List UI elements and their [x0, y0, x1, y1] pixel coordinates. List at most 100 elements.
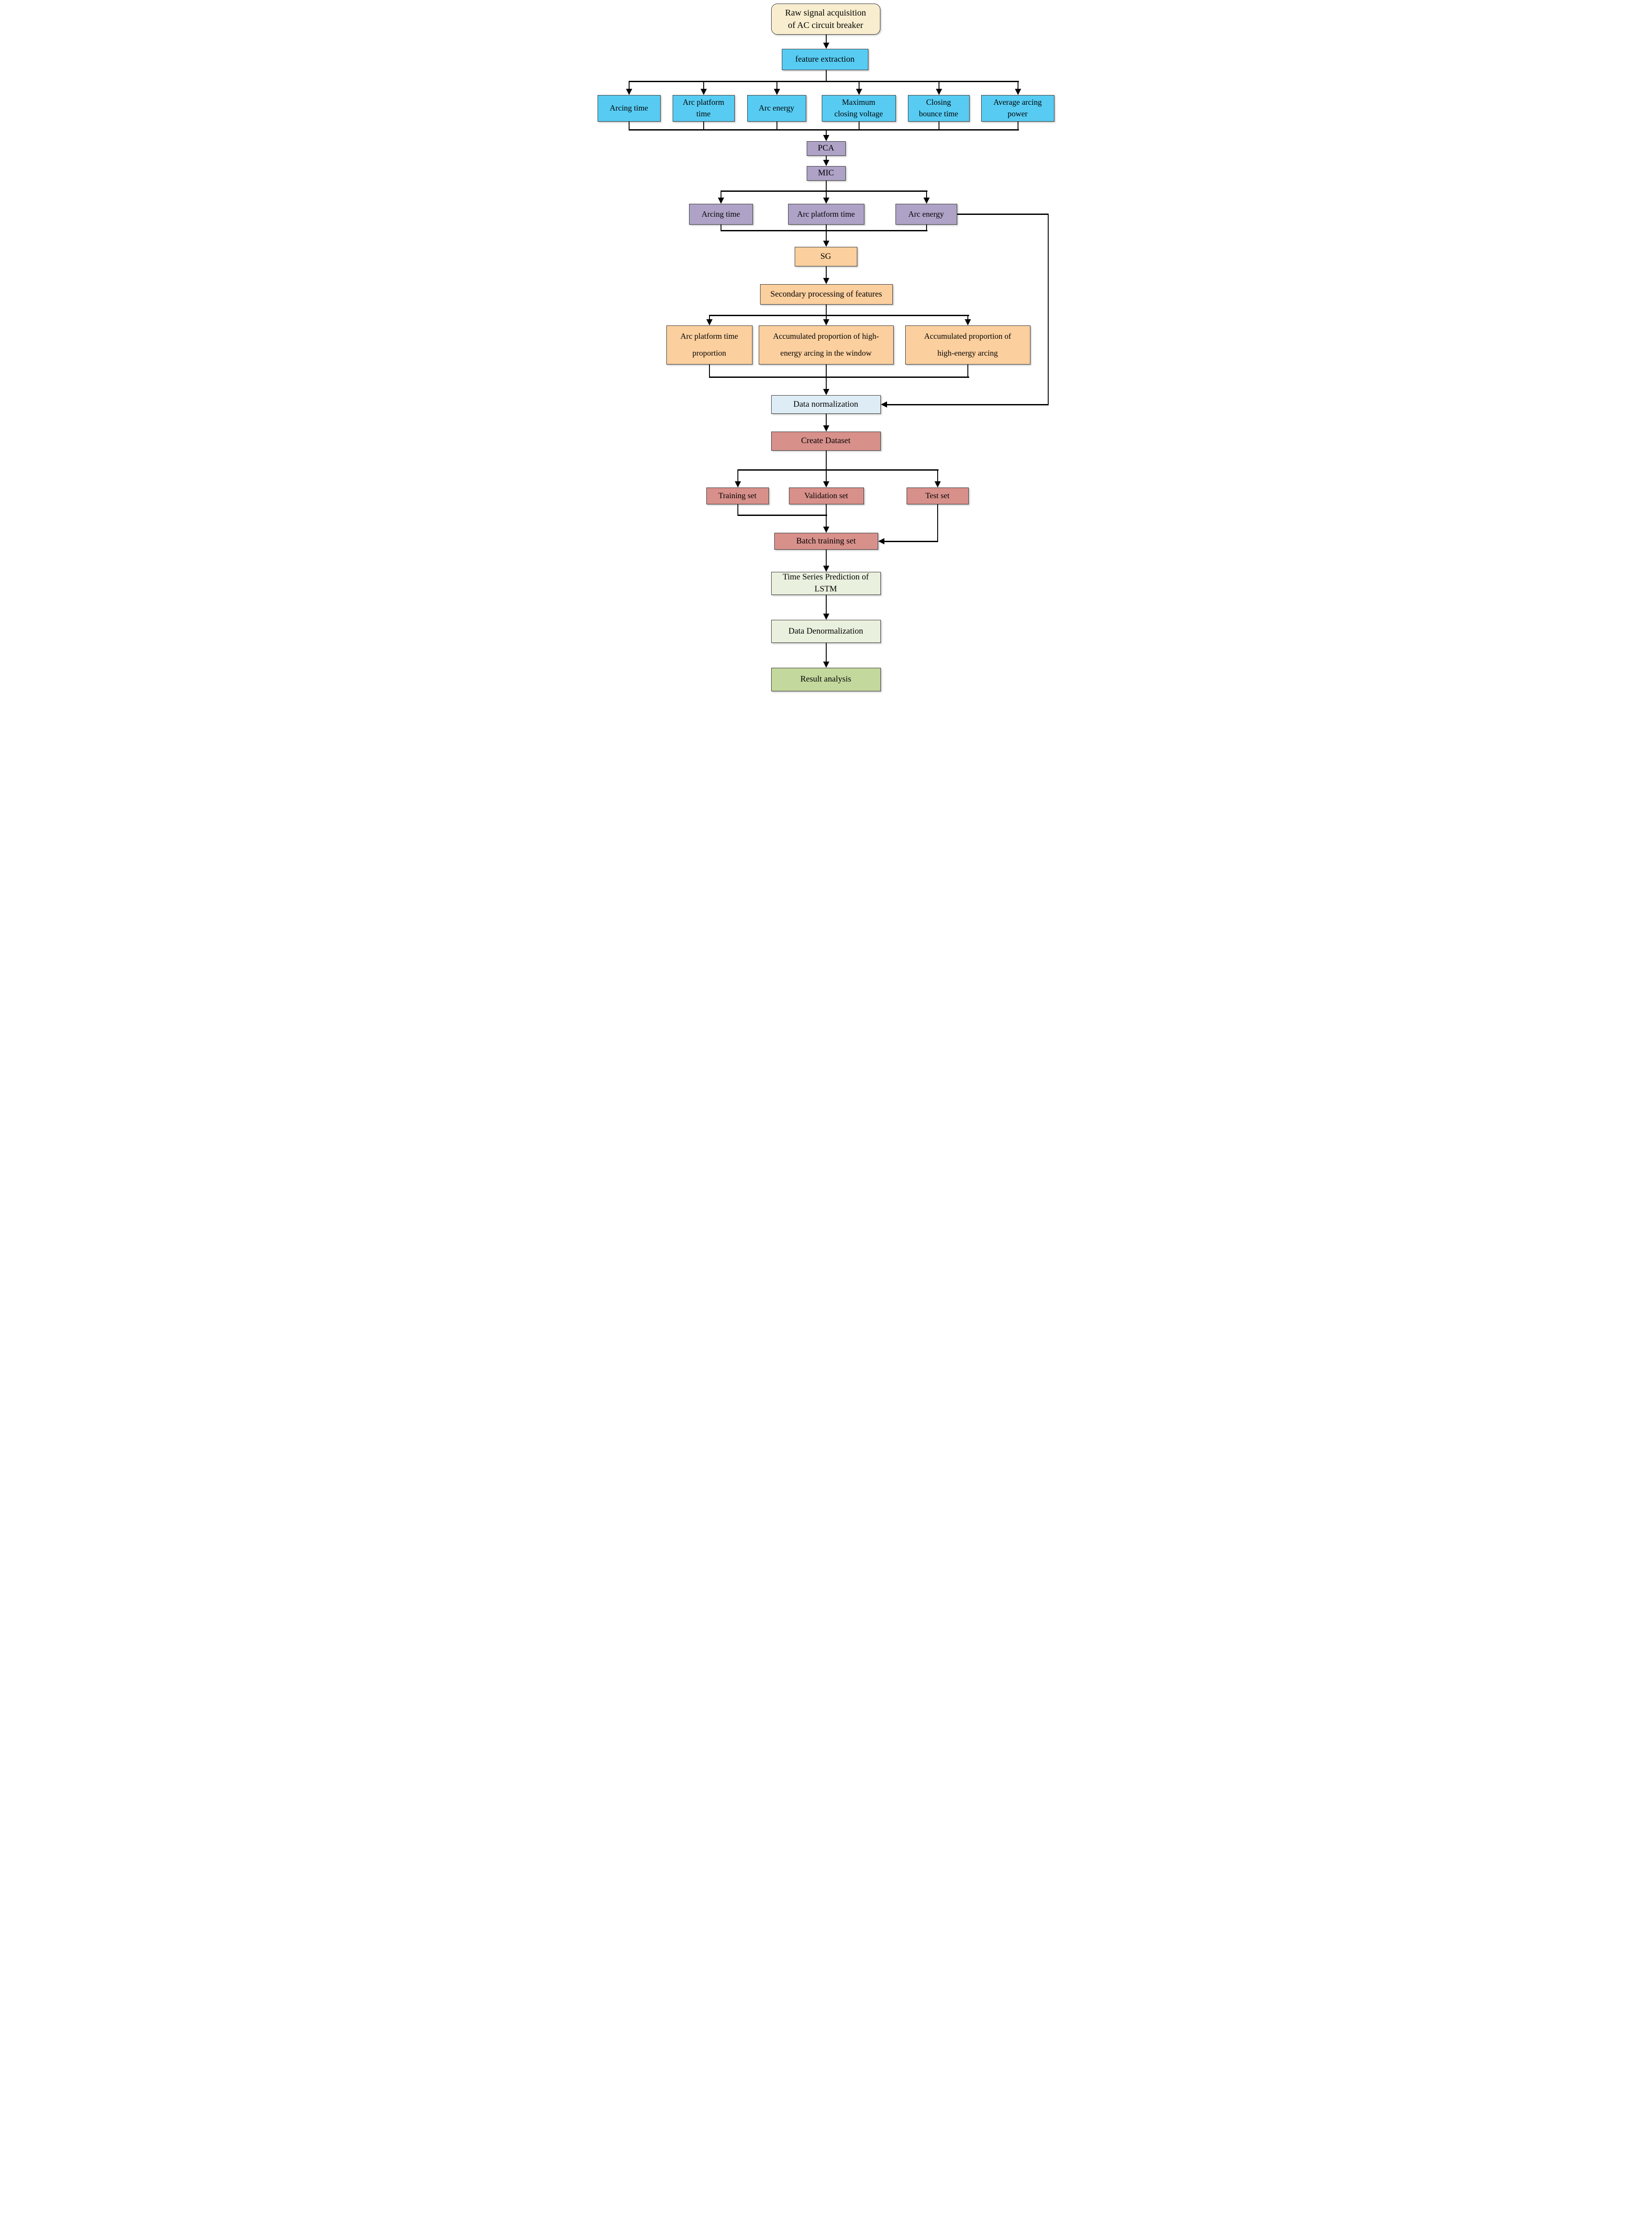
arrowhead-down-icon: [823, 527, 829, 533]
node-result-analysis: Result analysis: [771, 668, 881, 691]
connector-line: [825, 595, 827, 614]
connector-line: [926, 225, 927, 231]
arrowhead-down-icon: [773, 89, 780, 95]
node-accumulated-proportion: Accumulated proportion of high-energy ar…: [905, 325, 1030, 365]
arrowhead-down-icon: [923, 198, 930, 204]
connector-line: [703, 122, 704, 130]
connector-line: [825, 470, 827, 482]
arrowhead-down-icon: [823, 389, 829, 395]
connector-line: [709, 315, 969, 316]
connector-line: [825, 225, 827, 231]
arrowhead-down-icon: [856, 89, 862, 95]
connector-line: [776, 81, 777, 89]
arrowhead-down-icon: [717, 198, 724, 204]
arrowhead-down-icon: [823, 662, 829, 668]
connector-line: [858, 122, 860, 130]
node-training-set: Training set: [706, 488, 769, 504]
node-maximum-closing-voltage: Maximum closing voltage: [821, 95, 896, 122]
connector-line: [737, 469, 939, 471]
connector-line: [967, 315, 968, 320]
connector-line: [709, 365, 710, 377]
arrowhead-down-icon: [935, 89, 942, 95]
node-data-denormalization: Data Denormalization: [771, 620, 881, 643]
node-arcing-time-selected: Arcing time: [689, 204, 753, 225]
connector-line: [825, 191, 827, 198]
arrowhead-down-icon: [823, 425, 829, 432]
node-arc-energy-selected: Arc energy: [895, 204, 957, 225]
node-accumulated-proportion-window: Accumulated proportion of high- energy a…: [758, 325, 894, 365]
node-test-set: Test set: [906, 488, 969, 504]
connector-line: [937, 504, 938, 542]
node-mic: MIC: [806, 166, 846, 181]
arrowhead-down-icon: [626, 89, 632, 95]
node-arc-energy: Arc energy: [747, 95, 806, 122]
connector-line: [737, 515, 827, 516]
connector-line: [628, 81, 630, 89]
connector-line: [1047, 214, 1049, 405]
connector-line: [709, 377, 969, 378]
connector-line: [825, 377, 827, 389]
connector-line: [825, 181, 827, 191]
connector-line: [937, 470, 938, 482]
connector-line: [887, 404, 1049, 405]
connector-line: [825, 365, 827, 377]
arrowhead-down-icon: [964, 319, 971, 325]
arrowhead-down-icon: [934, 481, 941, 488]
connector-line: [825, 305, 827, 316]
node-raw-signal-acquisition: Raw signal acquisition of AC circuit bre…: [771, 4, 880, 35]
connector-line: [825, 230, 827, 241]
connector-line: [628, 122, 630, 130]
connector-line: [776, 122, 777, 130]
connector-line: [825, 315, 827, 320]
connector-line: [825, 504, 827, 527]
arrowhead-down-icon: [823, 614, 829, 620]
node-arc-platform-time: Arc platform time: [672, 95, 735, 122]
node-feature-extraction: feature extraction: [781, 49, 868, 70]
connector-line: [628, 81, 1019, 82]
arrowhead-down-icon: [823, 566, 829, 572]
arrowhead-down-icon: [823, 160, 829, 166]
node-arc-platform-time-selected: Arc platform time: [788, 204, 864, 225]
node-arc-platform-time-proportion: Arc platform time proportion: [666, 325, 753, 365]
arrowhead-down-icon: [706, 319, 713, 325]
connector-line: [737, 470, 738, 482]
connector-line: [825, 156, 827, 160]
node-validation-set: Validation set: [788, 488, 864, 504]
connector-line: [720, 230, 927, 231]
arrowhead-down-icon: [823, 278, 829, 284]
arrowhead-down-icon: [823, 198, 829, 204]
connector-line: [967, 365, 968, 377]
connector-line: [720, 190, 927, 192]
connector-line: [703, 81, 704, 89]
connector-line: [825, 266, 827, 278]
arrowhead-down-icon: [823, 135, 829, 141]
connector-line: [926, 191, 927, 198]
node-arcing-time: Arcing time: [597, 95, 661, 122]
arrowhead-down-icon: [823, 481, 829, 488]
connector-line: [825, 550, 827, 566]
arrowhead-left-icon: [878, 538, 884, 544]
connector-line: [825, 643, 827, 662]
arrowhead-down-icon: [823, 43, 829, 49]
connector-line: [709, 315, 710, 320]
arrowhead-down-icon: [1014, 89, 1021, 95]
node-create-dataset: Create Dataset: [771, 432, 881, 451]
flowchart: Raw signal acquisition of AC circuit bre…: [594, 0, 1058, 697]
arrowhead-down-icon: [823, 241, 829, 247]
arrowhead-down-icon: [823, 319, 829, 325]
arrowhead-down-icon: [700, 89, 707, 95]
node-data-normalization: Data normalization: [771, 395, 881, 414]
arrowhead-left-icon: [880, 401, 887, 408]
arrowhead-down-icon: [734, 481, 741, 488]
node-secondary-processing: Secondary processing of features: [760, 284, 893, 305]
connector-line: [825, 35, 827, 44]
connector-line: [884, 541, 938, 542]
connector-line: [825, 414, 827, 426]
connector-line: [957, 214, 1049, 215]
connector-line: [858, 81, 860, 89]
connector-line: [825, 70, 827, 82]
node-pca: PCA: [806, 141, 846, 156]
node-average-arcing-power: Average arcing power: [981, 95, 1054, 122]
connector-line: [628, 129, 1019, 131]
connector-line: [825, 129, 827, 135]
